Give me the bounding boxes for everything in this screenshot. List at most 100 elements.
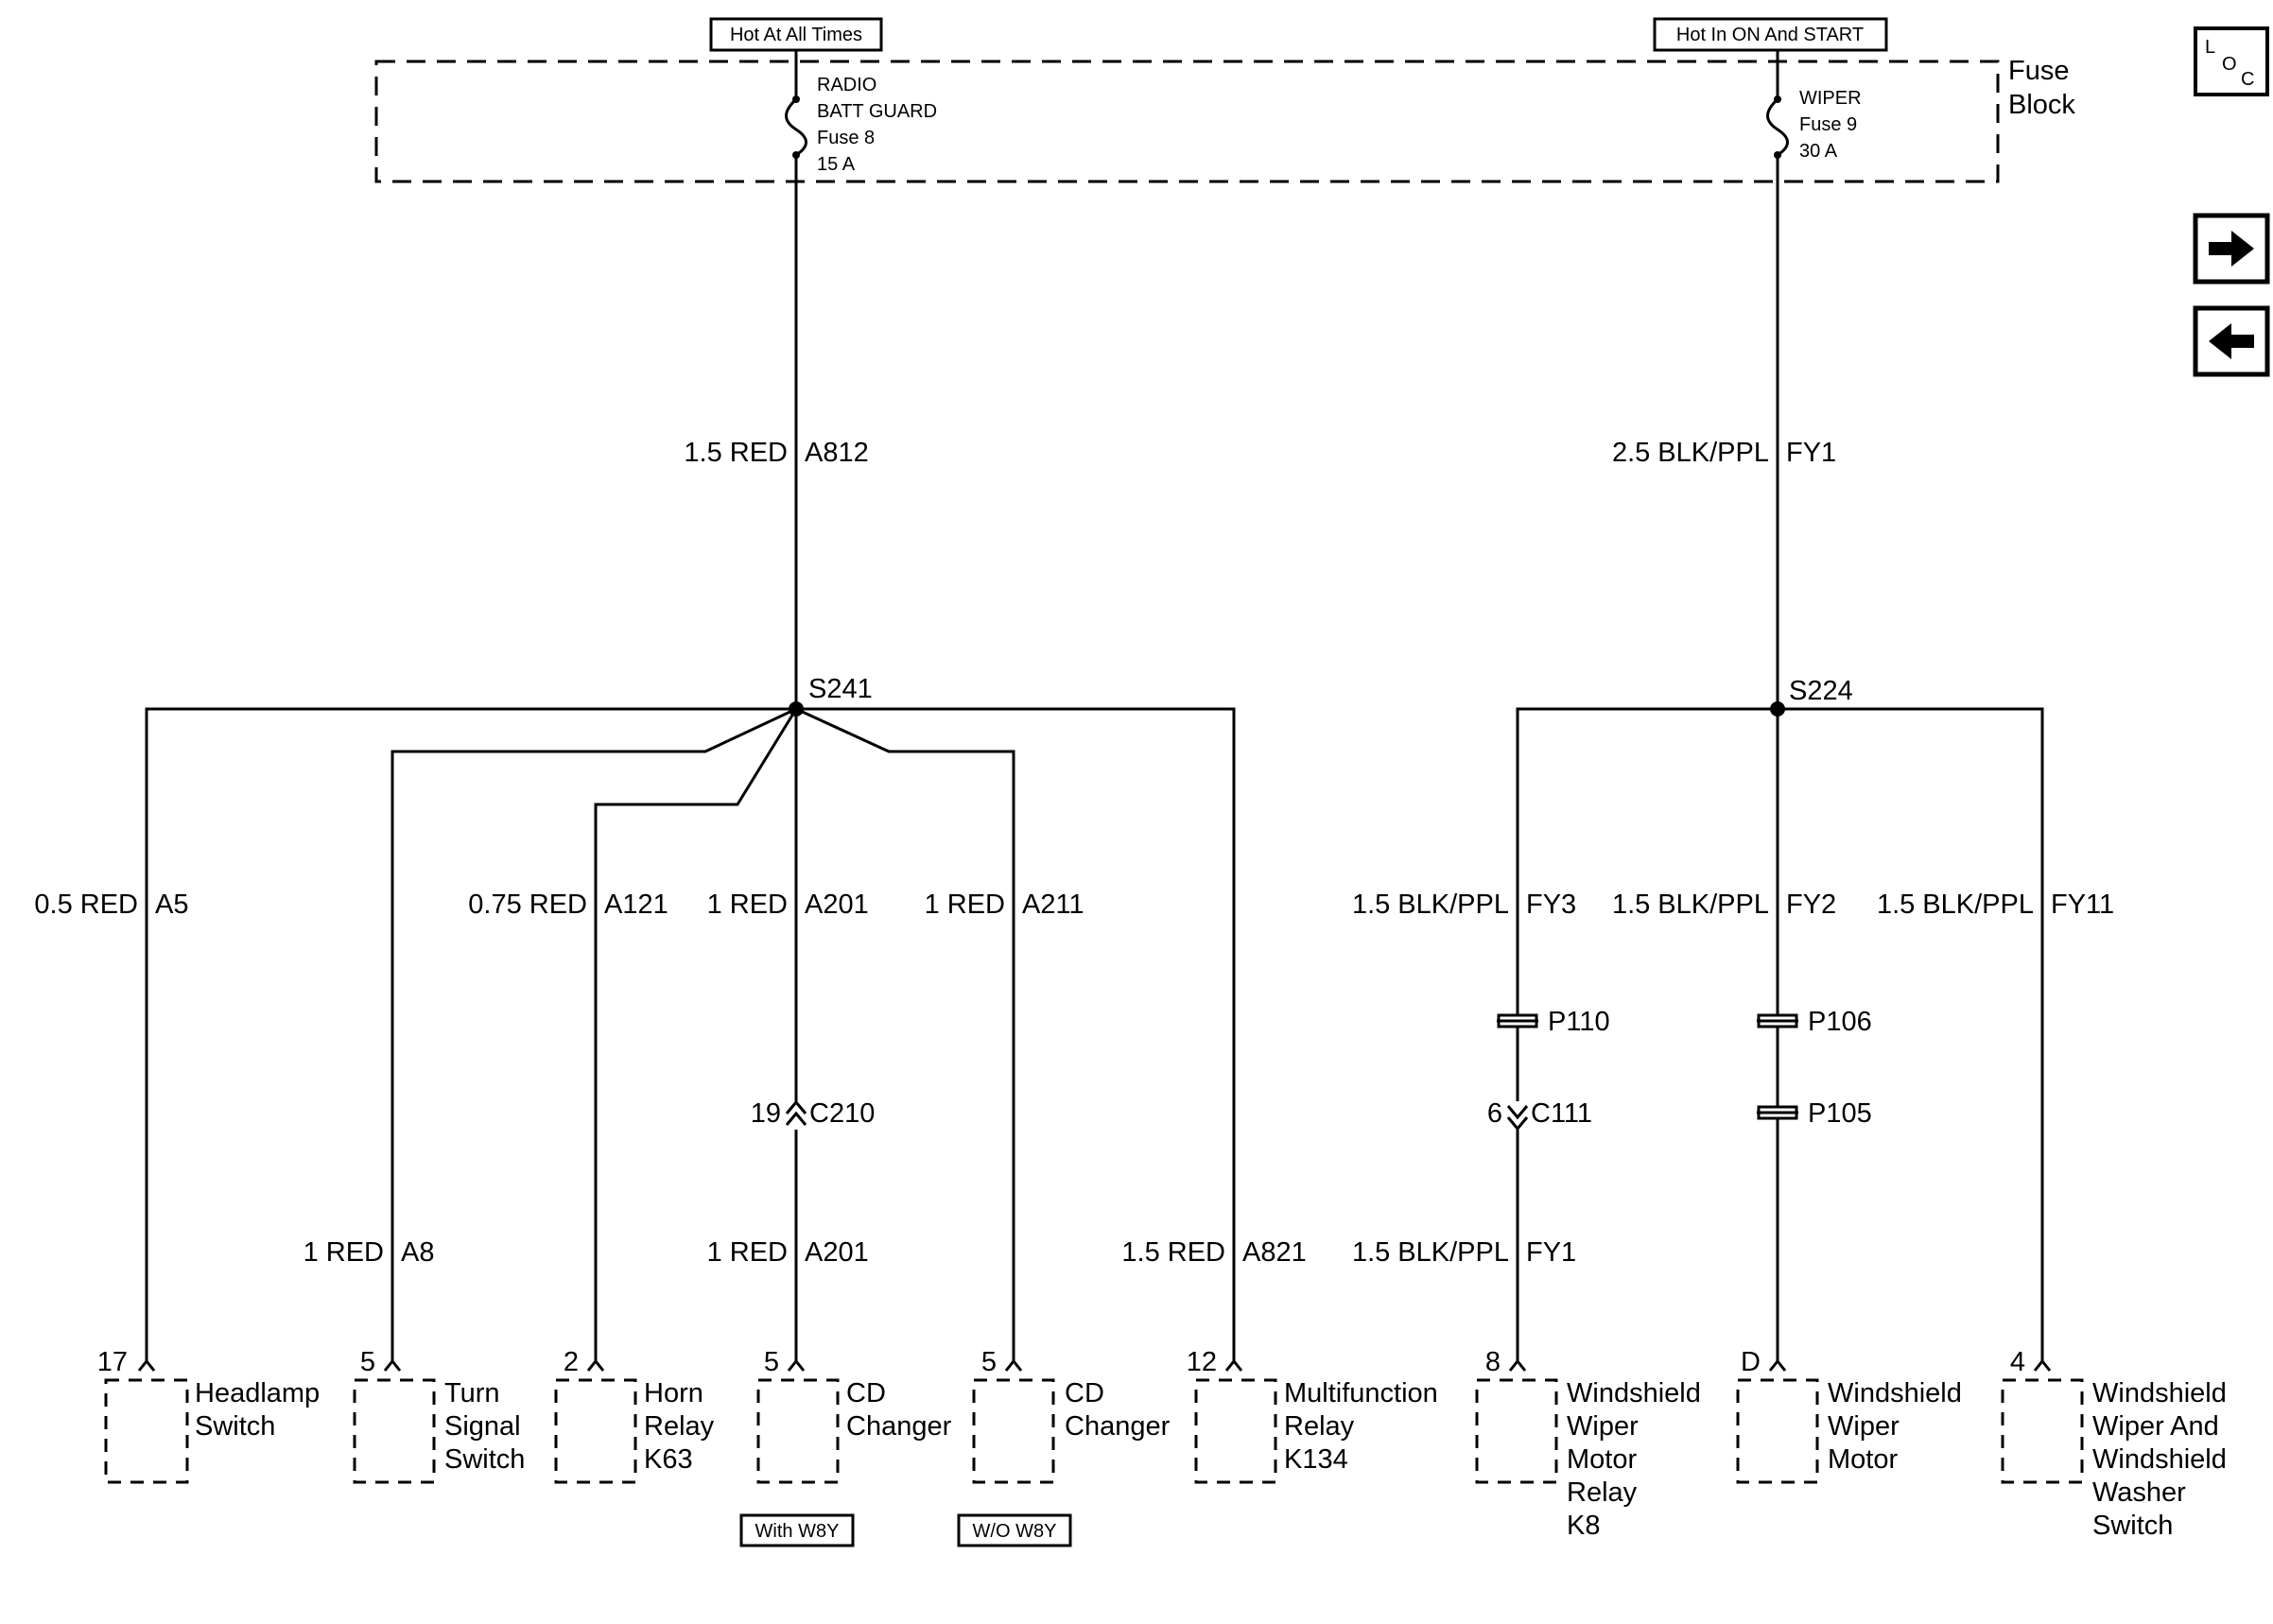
multifunction-relay-label-2: Relay <box>1284 1411 1355 1442</box>
turn-signal-switch-label-2: Signal <box>444 1411 521 1442</box>
washer-switch-label: Windshield <box>2092 1378 2227 1408</box>
connector-c210 <box>785 1099 807 1126</box>
cd-changer-1-pin: 5 <box>764 1347 779 1377</box>
arrow-right-icon <box>2209 231 2254 267</box>
connector-p105-label: P105 <box>1808 1098 1872 1129</box>
component-turn-signal-switch <box>353 1358 436 1484</box>
splice-s224-label: S224 <box>1789 676 1853 706</box>
wiper-motor-label-3: Motor <box>1828 1444 1898 1475</box>
connector-c111-label: C111 <box>1531 1098 1592 1129</box>
component-horn-relay <box>554 1358 637 1484</box>
wiper-motor-relay-pin: 8 <box>1485 1347 1501 1377</box>
fuse-8-symbol <box>785 97 807 157</box>
turn-signal-switch-pin: 5 <box>360 1347 375 1377</box>
svg-text:O: O <box>2222 54 2237 75</box>
next-page-button[interactable] <box>2193 213 2270 285</box>
wire-a201-circuit: A201 <box>805 890 869 920</box>
wire-a211-gauge: 1 RED <box>925 890 1005 920</box>
component-washer-switch <box>2001 1358 2084 1484</box>
fuse-9-number: Fuse 9 <box>1799 114 1857 135</box>
connector-c111-pin: 6 <box>1487 1098 1502 1129</box>
component-multifunction-relay <box>1194 1358 1277 1484</box>
fuse-8-name: RADIO <box>817 75 876 95</box>
with-w8y-label: With W8Y <box>755 1521 840 1542</box>
cd-changer-1-label: CD <box>846 1378 886 1408</box>
cd-changer-2-label-2: Changer <box>1065 1411 1171 1442</box>
fuse-block-outline <box>374 60 2000 183</box>
svg-text:L: L <box>2205 37 2215 58</box>
multifunction-relay-label-3: K134 <box>1284 1444 1348 1475</box>
washer-switch-label-5: Switch <box>2092 1511 2173 1541</box>
multifunction-relay-pin: 12 <box>1187 1347 1217 1377</box>
turn-signal-switch-label-3: Switch <box>444 1444 525 1475</box>
wire-a5-circuit: A5 <box>155 890 188 920</box>
connector-p105 <box>1757 1105 1798 1120</box>
wire-a201-gauge: 1 RED <box>707 890 788 920</box>
wo-w8y-tag <box>957 1513 1072 1547</box>
connector-p106-label: P106 <box>1808 1007 1872 1037</box>
horn-relay-label-3: K63 <box>644 1444 693 1475</box>
component-wiper-motor-relay <box>1475 1358 1558 1484</box>
connector-p106 <box>1757 1013 1798 1028</box>
wiper-motor-relay-label-3: Motor <box>1567 1444 1637 1475</box>
fuse-9-name: WIPER <box>1799 88 1862 109</box>
fuse-block-label-2: Block <box>2008 90 2075 120</box>
wire-fy1-top-circuit: FY1 <box>1786 438 1836 468</box>
headlamp-switch-label-2: Switch <box>195 1411 275 1442</box>
horn-relay-label-2: Relay <box>644 1411 715 1442</box>
washer-switch-label-4: Washer <box>2092 1477 2186 1508</box>
cd-changer-1-label-2: Changer <box>846 1411 952 1442</box>
hot-in-on-start-tag <box>1653 17 1888 52</box>
component-headlamp-switch <box>104 1358 189 1484</box>
wire-a812-gauge: 1.5 RED <box>684 438 788 468</box>
fuse-9-rating: 30 A <box>1799 141 1838 162</box>
component-wiper-motor <box>1736 1358 1819 1484</box>
hot-at-all-times-label: Hot At All Times <box>730 25 862 45</box>
connector-c111 <box>1506 1105 1529 1132</box>
wiper-motor-pin: D <box>1741 1347 1761 1377</box>
wiper-motor-relay-label-2: Wiper <box>1567 1411 1639 1442</box>
wire-a201b-gauge: 1 RED <box>707 1237 788 1268</box>
wire-a821-circuit: A821 <box>1242 1237 1307 1268</box>
wiper-motor-relay-label-5: K8 <box>1567 1511 1600 1541</box>
turn-signal-switch-label: Turn <box>444 1378 500 1408</box>
wire-a121-circuit: A121 <box>604 890 668 920</box>
wire-fy1-top-gauge: 2.5 BLK/PPL <box>1612 438 1769 468</box>
cd-changer-2-label: CD <box>1065 1378 1104 1408</box>
hot-at-all-times-tag <box>709 17 883 52</box>
multifunction-relay-label: Multifunction <box>1284 1378 1438 1408</box>
wire-fy11-circuit: FY11 <box>2051 890 2114 920</box>
wire-a8-circuit: A8 <box>401 1237 434 1268</box>
wire-fy3-circuit: FY3 <box>1526 890 1576 920</box>
svg-text:C: C <box>2241 69 2254 90</box>
wiper-motor-relay-label-4: Relay <box>1567 1477 1638 1508</box>
fuse-8-number: Fuse 8 <box>817 128 875 148</box>
wire-a121-gauge: 0.75 RED <box>468 890 587 920</box>
wo-w8y-label: W/O W8Y <box>973 1521 1057 1542</box>
connector-p110 <box>1497 1013 1538 1028</box>
previous-page-button[interactable] <box>2193 305 2270 377</box>
headlamp-switch-label: Headlamp <box>195 1378 320 1408</box>
location-button[interactable]: L O C <box>2194 26 2269 96</box>
fuse-8-guard: BATT GUARD <box>817 101 937 122</box>
washer-switch-pin: 4 <box>2010 1347 2025 1377</box>
headlamp-switch-pin: 17 <box>97 1347 128 1377</box>
connector-p110-label: P110 <box>1548 1007 1610 1037</box>
cd-changer-2-pin: 5 <box>981 1347 997 1377</box>
connector-c210-label: C210 <box>809 1098 875 1129</box>
horn-relay-label: Horn <box>644 1378 703 1408</box>
wire-fy3-gauge: 1.5 BLK/PPL <box>1352 890 1509 920</box>
wire-fy11-gauge: 1.5 BLK/PPL <box>1877 890 2034 920</box>
horn-relay-pin: 2 <box>564 1347 579 1377</box>
wire-a8-gauge: 1 RED <box>304 1237 384 1268</box>
wire-fy1-bot-circuit: FY1 <box>1526 1237 1576 1268</box>
arrow-left-icon <box>2209 323 2254 359</box>
component-cd-changer-without-w8y <box>972 1358 1055 1484</box>
washer-switch-label-3: Windshield <box>2092 1444 2227 1475</box>
wire-fy1-bot-gauge: 1.5 BLK/PPL <box>1352 1237 1509 1268</box>
wire-a812-circuit: A812 <box>805 438 869 468</box>
wire-a5-gauge: 0.5 RED <box>34 890 138 920</box>
fuse-8-rating: 15 A <box>817 154 856 175</box>
wiper-motor-label-2: Wiper <box>1828 1411 1900 1442</box>
